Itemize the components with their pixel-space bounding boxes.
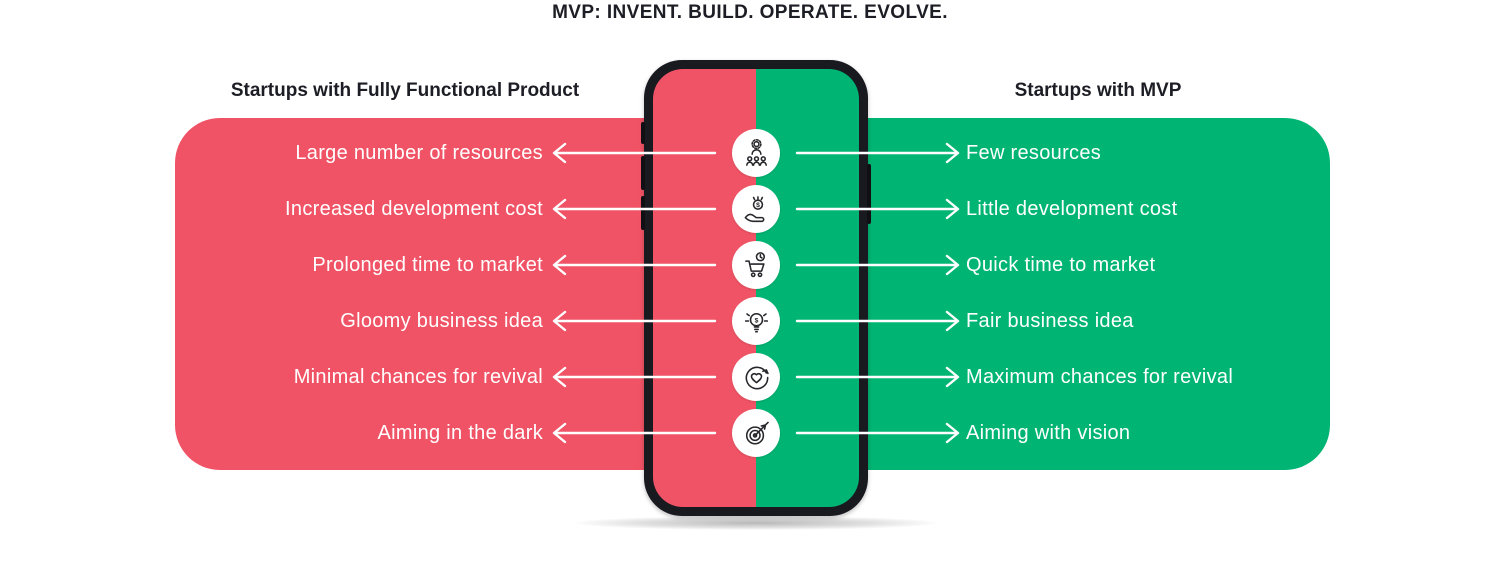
right-label: Fair business idea [966,310,1134,332]
right-label: Few resources [966,142,1102,164]
left-column-header: Startups with Fully Functional Product [230,80,580,101]
right-label: Maximum chances for revival [966,366,1234,388]
left-label: Gloomy business idea [340,310,543,332]
phone-power-button [867,164,871,224]
phone-mute-button [641,122,645,144]
right-arrow [795,365,963,389]
left-label: Prolonged time to market [312,254,543,276]
left-arrow [549,365,717,389]
left-label: Increased development cost [285,198,543,220]
right-arrow [795,309,963,333]
icon-circle [732,353,780,401]
phone-volume-down-button [641,196,645,230]
left-arrow [549,253,717,277]
left-arrow [549,309,717,333]
svg-text:$: $ [754,317,758,324]
right-arrow [795,253,963,277]
right-label: Little development cost [966,198,1178,220]
cart-clock-icon [744,251,765,277]
phone-volume-up-button [641,156,645,190]
phone-shadow [574,516,938,530]
icon-circle [732,409,780,457]
heart-refresh-icon [745,366,769,389]
right-arrow [795,197,963,221]
left-label: Aiming in the dark [377,422,543,444]
hand-coin-icon: $ [744,195,764,222]
team-resources-icon [745,138,767,166]
left-arrow [549,421,717,445]
page-title: MVP: INVENT. BUILD. OPERATE. EVOLVE. [552,2,948,23]
right-arrow [795,421,963,445]
icon-circle [732,241,780,289]
icon-circle [732,129,780,177]
icon-circle: $ [732,297,780,345]
target-arrow-icon [745,421,769,445]
right-label: Quick time to market [966,254,1156,276]
right-arrow [795,141,963,165]
left-arrow [549,141,717,165]
left-label: Large number of resources [295,142,543,164]
left-label: Minimal chances for revival [293,366,543,388]
svg-text:$: $ [756,201,760,208]
icon-circle: $ [732,185,780,233]
bulb-dollar-icon: $ [744,312,768,333]
right-label: Aiming with vision [966,422,1131,444]
right-column-header: Startups with MVP [1014,80,1182,101]
left-arrow [549,197,717,221]
